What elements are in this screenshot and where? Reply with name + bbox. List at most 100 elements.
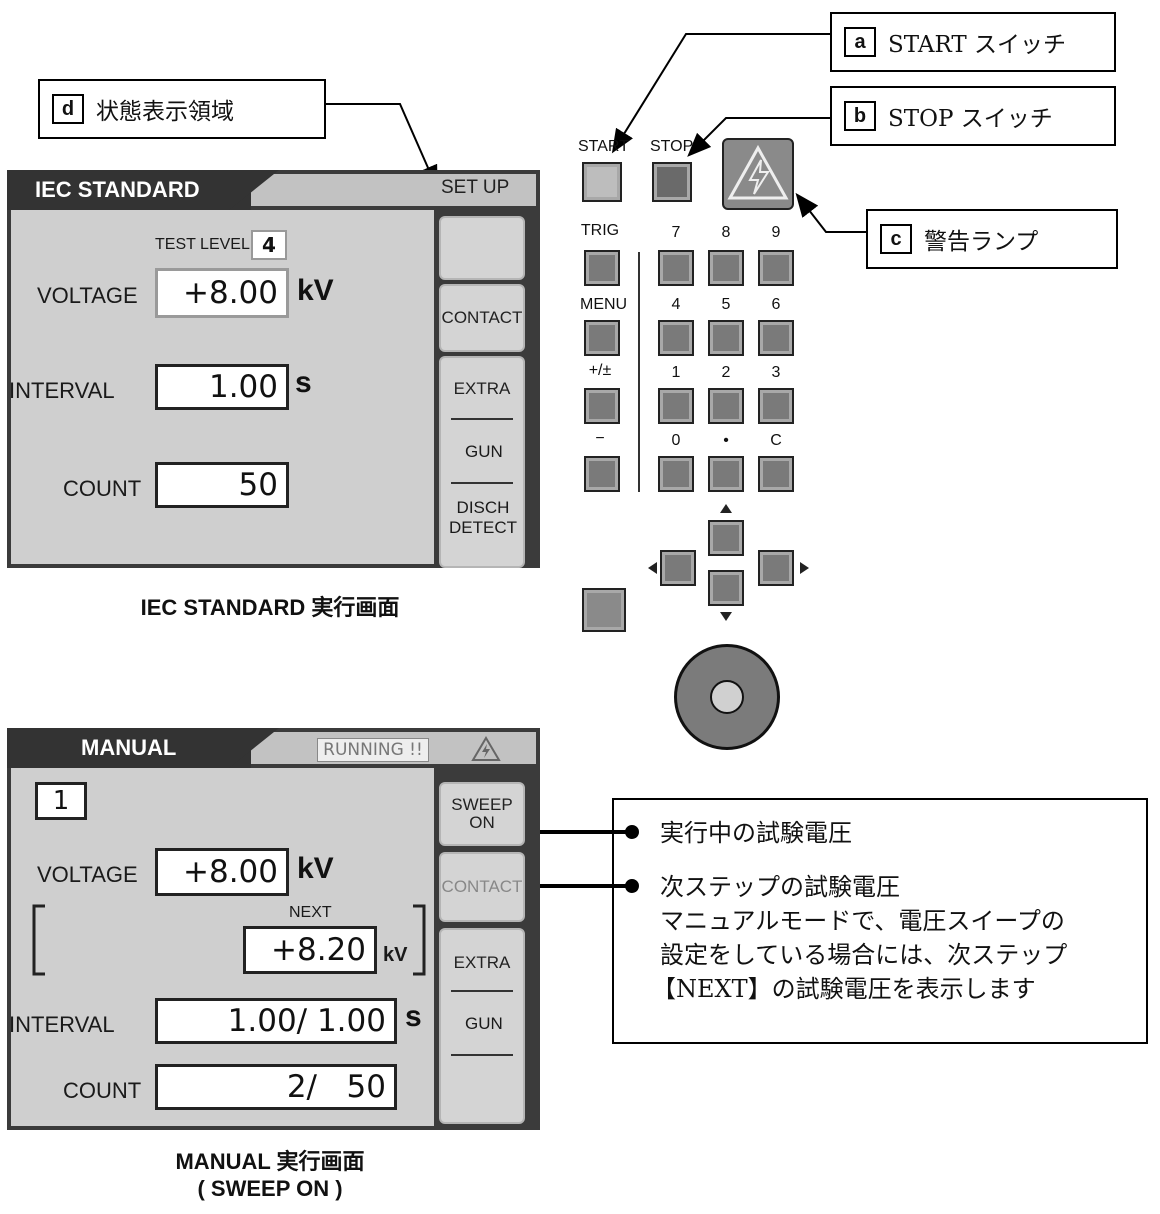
digit-label: 6 (771, 296, 781, 313)
key-0[interactable] (658, 456, 694, 492)
rotary-knob[interactable] (674, 644, 780, 750)
next-voltage-value: +8.20 (243, 926, 377, 974)
plusminus-label: +/± (588, 362, 612, 379)
count-value: 2/ 50 (155, 1064, 397, 1110)
separator (451, 1054, 513, 1056)
callout-tag: a (844, 27, 876, 57)
status-text: SET UP (441, 177, 510, 198)
interval-unit: s (405, 1000, 422, 1033)
interval-label: INTERVAL (9, 378, 115, 403)
leader-a (611, 33, 830, 154)
menu-key[interactable] (584, 320, 620, 356)
start-switch[interactable] (582, 162, 622, 202)
note-next-voltage-desc2: 設定をしている場合には、次ステップ (660, 941, 1068, 969)
interval-value: 1.00/ 1.00 (155, 998, 397, 1044)
manual-caption-line2: ( SWEEP ON ) (197, 1176, 343, 1201)
voltage-value: +8.00 (155, 848, 289, 896)
note-next-voltage-title: 次ステップの試験電圧 (660, 873, 900, 901)
side-button-contact[interactable]: CONTACT (439, 284, 525, 352)
title-slash (229, 728, 279, 768)
key-7[interactable] (658, 250, 694, 286)
digit-label: 1 (671, 364, 681, 381)
up-key[interactable] (708, 520, 744, 556)
side-label-gun: GUN (465, 1014, 503, 1033)
digit-label: • (723, 432, 729, 449)
title-slash (229, 170, 279, 210)
down-arrow-icon (720, 612, 732, 621)
plusminus-key[interactable] (584, 388, 620, 424)
leader-c (795, 192, 866, 233)
trig-key[interactable] (584, 250, 620, 286)
interval-value: 1.00 (155, 364, 289, 410)
voltage-unit: kV (297, 852, 334, 885)
side-label-disch-detect: DISCH DETECT (449, 498, 517, 537)
minus-key[interactable] (584, 456, 620, 492)
note-next-voltage-desc3: 【NEXT】の試験電圧を表示します (652, 975, 1036, 1003)
side-button-contact[interactable]: CONTACT (439, 852, 525, 922)
stop-label: STOP (650, 138, 694, 155)
interval-label: INTERVAL (9, 1012, 115, 1037)
menu-label: MENU (580, 296, 628, 313)
digit-label: 9 (771, 224, 781, 241)
status-badge: RUNNING !! (317, 738, 429, 762)
left-bracket (32, 904, 45, 976)
knob-center (710, 680, 744, 714)
test-level-label: TEST LEVEL (155, 236, 250, 253)
key-6[interactable] (758, 320, 794, 356)
key-dot[interactable] (708, 456, 744, 492)
test-level-value: 4 (251, 230, 287, 260)
key-8[interactable] (708, 250, 744, 286)
digit-label: 7 (671, 224, 681, 241)
digit-label: 8 (721, 224, 731, 241)
note-next-voltage-desc1: マニュアルモードで、電圧スイープの (660, 907, 1065, 935)
trig-label: TRIG (580, 222, 620, 239)
key-3[interactable] (758, 388, 794, 424)
callout-text: START スイッチ (888, 32, 1067, 58)
manual-caption-line1: MANUAL 実行画面 (175, 1149, 365, 1174)
key-1[interactable] (658, 388, 694, 424)
note-running-voltage: 実行中の試験電圧 (660, 819, 852, 847)
key-clear[interactable] (758, 456, 794, 492)
side-button-blank[interactable] (439, 216, 525, 280)
separator (451, 990, 513, 992)
key-5[interactable] (708, 320, 744, 356)
right-key[interactable] (758, 550, 794, 586)
left-key[interactable] (660, 550, 696, 586)
count-value: 50 (155, 462, 289, 508)
down-key[interactable] (708, 570, 744, 606)
side-button-extra[interactable]: EXTRA (439, 356, 525, 568)
stop-switch[interactable] (652, 162, 692, 202)
iec-caption: IEC STANDARD 実行画面 (140, 595, 400, 620)
warning-icon (471, 736, 501, 761)
warning-lamp-icon (727, 144, 789, 200)
right-bracket (413, 904, 426, 976)
digit-label: 5 (721, 296, 731, 313)
next-label: NEXT (289, 904, 332, 921)
keypad-divider (638, 252, 640, 492)
voltage-unit: kV (297, 274, 334, 307)
start-label: START (578, 138, 629, 155)
callout-stop-switch: b STOP スイッチ (830, 86, 1116, 146)
callout-text: 状態表示領域 (96, 99, 234, 125)
interval-unit: s (295, 366, 312, 399)
key-4[interactable] (658, 320, 694, 356)
screen-title: MANUAL (7, 728, 251, 768)
side-button-extra[interactable]: EXTRA (439, 928, 525, 1124)
voltage-label: VOLTAGE (37, 862, 138, 887)
callout-tag: b (844, 101, 876, 131)
next-voltage-unit: kV (383, 944, 408, 966)
callout-text: STOP スイッチ (888, 106, 1053, 132)
key-2[interactable] (708, 388, 744, 424)
manual-screen: MANUAL RUNNING !! 1 VOLTAGE +8.00 kV NEX… (7, 728, 540, 1130)
leader-d (326, 103, 438, 190)
callout-tag: c (880, 224, 912, 254)
side-label-gun: GUN (465, 442, 503, 461)
callout-status-area: d 状態表示領域 (38, 79, 326, 139)
digit-label: C (770, 432, 782, 449)
count-label: COUNT (63, 476, 142, 501)
side-button-sweep-on[interactable]: SWEEP ON (439, 782, 525, 846)
minus-label: − (595, 430, 605, 447)
key-9[interactable] (758, 250, 794, 286)
blank-key[interactable] (582, 588, 626, 632)
callout-text: 警告ランプ (924, 229, 1039, 255)
